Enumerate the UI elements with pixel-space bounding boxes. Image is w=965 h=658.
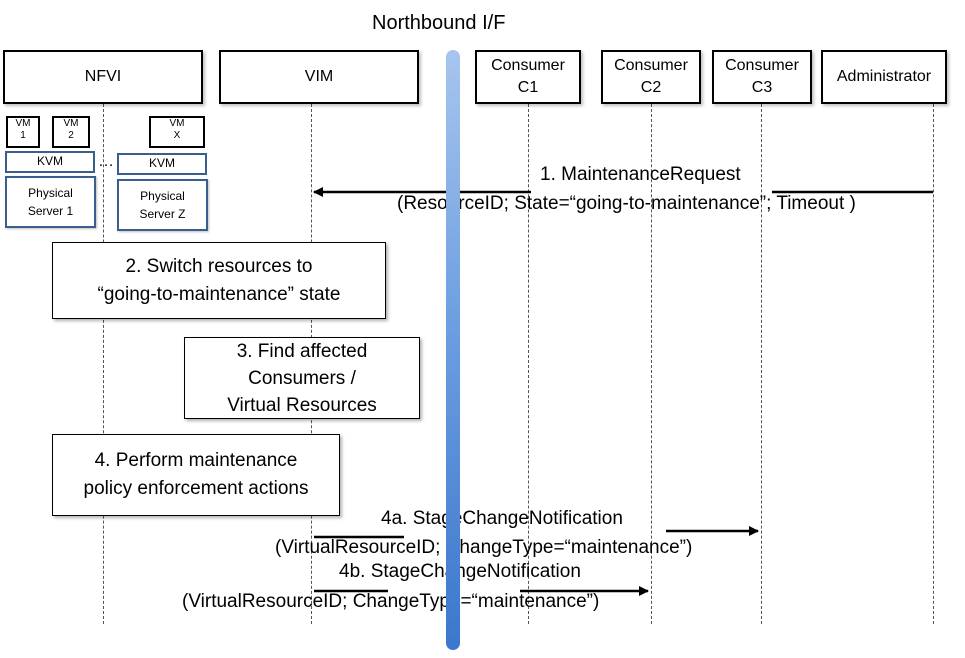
vm-2-label-line1: VM — [63, 118, 79, 129]
step-2-line2: “going-to-maintenance” state — [97, 283, 341, 305]
vm-2-box: VM 2 — [52, 116, 90, 148]
message-1-params: (ResourceID; State=“going-to-maintenance… — [397, 193, 856, 214]
nfvi-label: NFVI — [84, 68, 122, 85]
kvm-1-label: KVM — [36, 154, 63, 168]
vim-label: VIM — [304, 68, 334, 85]
ellipsis: … — [98, 153, 114, 170]
physical-server-1-line2: Server 1 — [27, 204, 74, 218]
consumer-c2-label-line1: Consumer — [614, 57, 688, 74]
step-3-box: 3. Find affected Consumers / Virtual Res… — [184, 337, 420, 419]
consumer-c2-participant: Consumer C2 — [601, 50, 701, 104]
vm-1-label-line2: 1 — [20, 130, 26, 141]
physical-server-1: Physical Server 1 — [5, 176, 96, 228]
consumer-c3-participant: Consumer C3 — [712, 50, 812, 104]
nfvi-participant: NFVI — [3, 50, 203, 104]
consumer-c1-label-line2: C1 — [517, 79, 539, 96]
kvm-1-box: KVM — [5, 151, 95, 173]
administrator-participant: Administrator — [821, 50, 947, 104]
step-3-line2: Consumers / — [248, 367, 356, 389]
step-4-box: 4. Perform maintenance policy enforcemen… — [52, 434, 340, 516]
message-1-title: 1. MaintenanceRequest — [540, 164, 741, 185]
vm-2-label-line2: 2 — [68, 130, 74, 141]
vm-1-label-line1: VM — [15, 118, 31, 129]
physical-server-z: Physical Server Z — [117, 179, 208, 231]
consumer-c2-label-line2: C2 — [640, 79, 662, 96]
consumer-c1-lifeline — [528, 104, 529, 624]
northbound-label: Northbound I/F — [372, 12, 506, 34]
vm-x-label-line1: VM — [169, 118, 185, 129]
administrator-label: Administrator — [836, 68, 932, 85]
physical-server-1-line1: Physical — [28, 186, 73, 200]
step-3-line1: 3. Find affected — [236, 340, 368, 362]
vim-participant: VIM — [219, 50, 419, 104]
administrator-lifeline — [933, 104, 934, 624]
message-4b-params: (VirtualResourceID; ChangeType=“maintena… — [182, 591, 600, 612]
kvm-z-box: KVM — [117, 153, 207, 175]
consumer-c1-label-line1: Consumer — [491, 57, 565, 74]
consumer-c3-label-line1: Consumer — [725, 57, 799, 74]
vm-1-box: VM 1 — [6, 116, 40, 148]
step-4-line1: 4. Perform maintenance — [94, 450, 298, 471]
step-4-line2: policy enforcement actions — [83, 478, 309, 499]
physical-server-z-line2: Server Z — [139, 207, 186, 221]
consumer-c3-label-line2: C3 — [751, 79, 773, 96]
vm-x-box: VM X — [149, 116, 205, 148]
message-4a-params: (VirtualResourceID; ChangeType=“maintena… — [275, 537, 693, 558]
vm-x-label-line2: X — [173, 130, 181, 141]
northbound-interface-bar — [446, 50, 460, 650]
message-4a-title: 4a. StageChangeNotification — [381, 508, 623, 529]
step-2-line1: 2. Switch resources to — [125, 255, 313, 277]
physical-server-z-line1: Physical — [140, 189, 185, 203]
nfvi-lifeline — [103, 104, 104, 624]
consumer-c1-participant: Consumer C1 — [475, 50, 581, 104]
consumer-c3-lifeline — [761, 104, 762, 624]
step-3-line3: Virtual Resources — [227, 394, 377, 416]
consumer-c2-lifeline — [651, 104, 652, 624]
kvm-z-label: KVM — [148, 156, 175, 170]
step-2-box: 2. Switch resources to “going-to-mainten… — [52, 242, 386, 319]
